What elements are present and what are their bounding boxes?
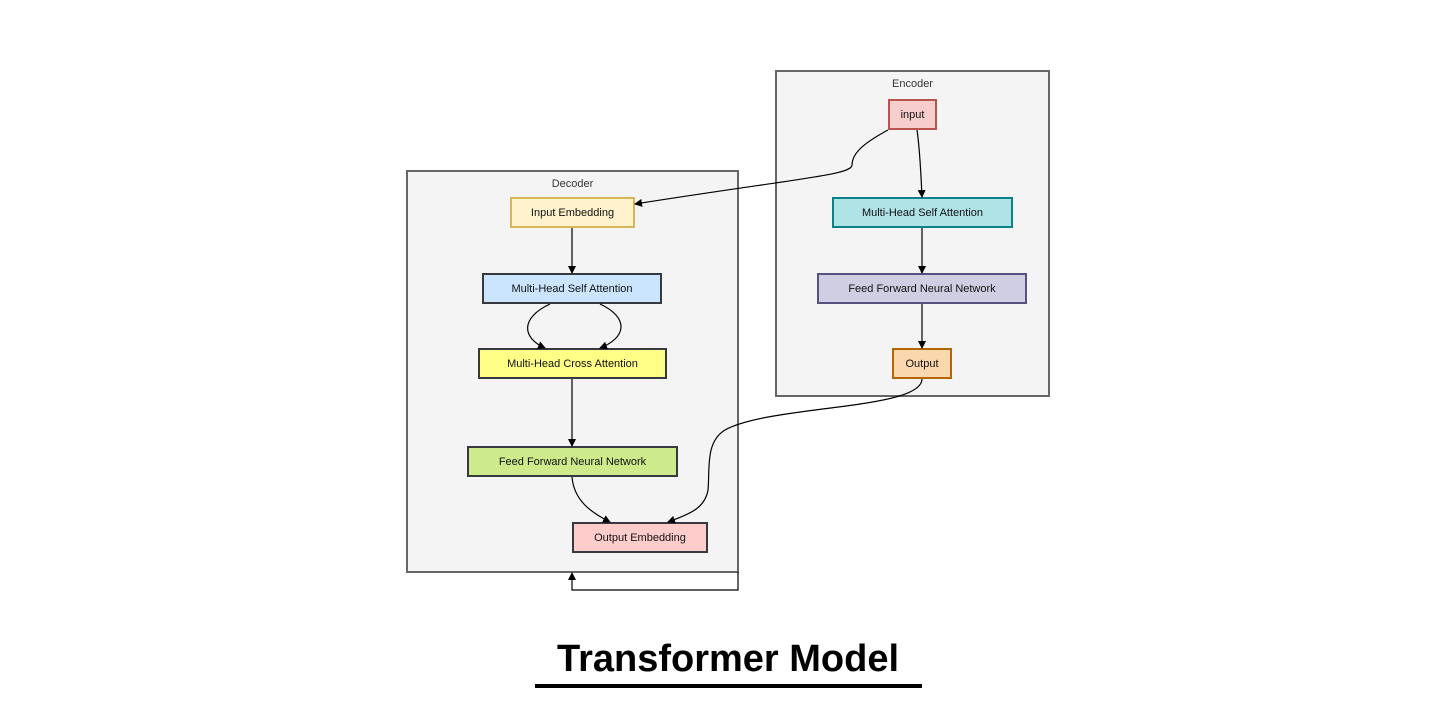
edge-encoder-input-to-self-attention (916, 129, 926, 198)
decoder-cross-attention-node[interactable]: Multi-Head Cross Attention (478, 348, 667, 379)
edge-encoder-input-to-decoder-input-embedding (634, 129, 889, 207)
decoder-label: Decoder (551, 178, 594, 190)
decoder-output-embedding-node[interactable]: Output Embedding (572, 522, 708, 553)
edge-decoder-self-attention-to-cross-attention-left (527, 303, 551, 349)
encoder-output-node[interactable]: Output (892, 348, 952, 379)
edge-encoder-output-to-decoder-output-embedding (667, 378, 923, 524)
edge-decoder-ffn-to-output-embedding (571, 476, 611, 523)
page-title: Transformer Model (556, 638, 900, 680)
decoder-input-embedding-node[interactable]: Input Embedding (510, 197, 635, 228)
encoder-group: Encoder (775, 70, 1050, 397)
encoder-input-node[interactable]: input (888, 99, 937, 130)
encoder-ffn-node[interactable]: Feed Forward Neural Network (817, 273, 1027, 304)
encoder-self-attention-node[interactable]: Multi-Head Self Attention (832, 197, 1013, 228)
decoder-self-attention-node[interactable]: Multi-Head Self Attention (482, 273, 662, 304)
edge-decoder-loop-back (568, 572, 739, 591)
edge-decoder-self-attention-to-cross-attention-right (599, 303, 622, 350)
decoder-ffn-node[interactable]: Feed Forward Neural Network (467, 446, 678, 477)
encoder-label: Encoder (892, 78, 933, 90)
title-underline (535, 684, 922, 688)
